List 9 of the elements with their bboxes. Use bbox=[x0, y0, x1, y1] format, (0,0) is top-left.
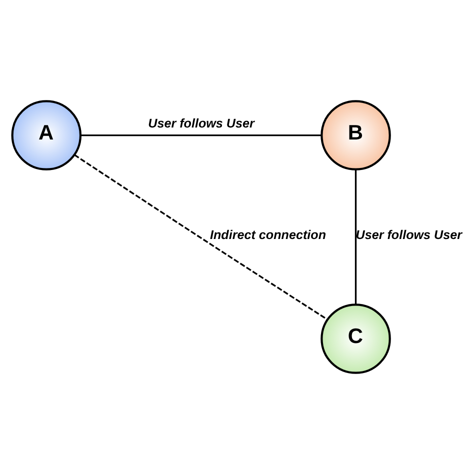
edge-label: Indirect connection bbox=[210, 228, 326, 242]
connector bbox=[80, 134, 322, 136]
connector bbox=[74, 154, 328, 320]
edge-label: User follows User bbox=[356, 228, 462, 242]
node-circle: A bbox=[11, 100, 82, 170]
node-circle: B bbox=[320, 100, 391, 170]
connector bbox=[354, 170, 357, 304]
node-circle: C bbox=[320, 304, 391, 374]
edge-label: User follows User bbox=[148, 116, 254, 131]
